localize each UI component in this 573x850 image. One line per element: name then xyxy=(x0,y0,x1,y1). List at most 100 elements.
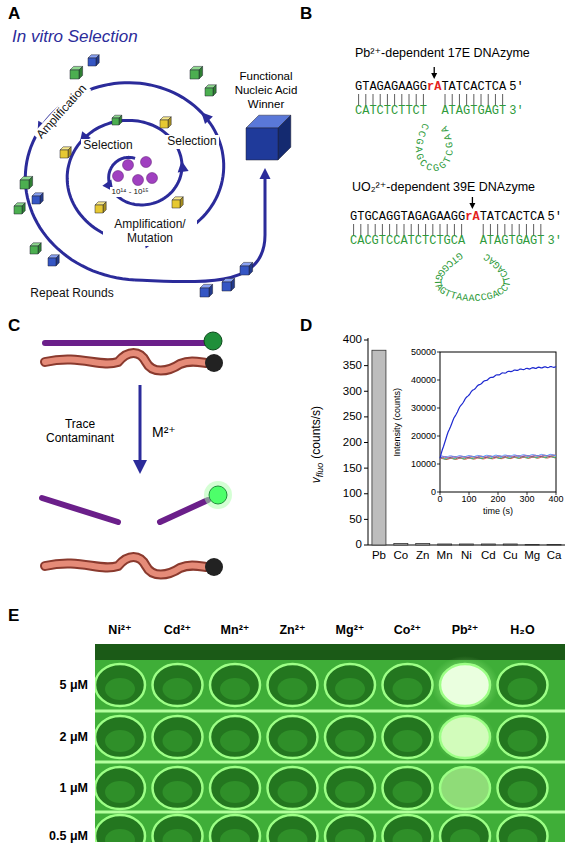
cube xyxy=(79,66,83,79)
panel-title: In vitro Selection xyxy=(12,27,138,47)
cube xyxy=(205,88,213,96)
bar xyxy=(460,544,474,545)
well-bottom xyxy=(278,829,308,842)
strand-end: 5′ xyxy=(509,80,523,94)
well xyxy=(383,815,433,842)
arrow-head xyxy=(201,112,213,124)
step-label: Trace Contaminant xyxy=(34,418,126,446)
well-bottom xyxy=(220,730,250,752)
well-bottom xyxy=(163,829,193,842)
well xyxy=(325,815,375,842)
cube xyxy=(14,206,22,214)
well-bottom xyxy=(220,678,250,700)
step-label: Selection xyxy=(81,139,134,153)
bar xyxy=(394,543,408,545)
enzyme-sequence: ATAGTGAGT xyxy=(480,234,545,248)
tick-mark xyxy=(364,493,368,494)
cube xyxy=(200,288,209,297)
fluorescence-glow xyxy=(431,656,499,714)
column-header: Mg²⁺ xyxy=(336,623,365,637)
tick-label: 50 xyxy=(349,513,362,526)
loop-path xyxy=(435,250,510,301)
axis-title: vfluo(counts/s) xyxy=(309,406,326,483)
well-bottom xyxy=(393,781,423,803)
cleavage-arrow xyxy=(434,67,435,74)
substrate-sequence: GTGCAGGTAGAGAAGG xyxy=(350,210,465,224)
panel-letter: B xyxy=(300,4,312,24)
column-header: Cd²⁺ xyxy=(164,623,191,637)
axis-title: Intensity (counts) xyxy=(392,388,402,457)
column-header: Co²⁺ xyxy=(394,623,421,637)
well-bottom xyxy=(105,781,135,803)
cube xyxy=(30,246,38,254)
kinetic-trace xyxy=(440,455,556,458)
cube xyxy=(222,282,231,291)
tick-mark xyxy=(437,436,440,437)
well-bottom xyxy=(220,781,250,803)
panel-letter: D xyxy=(300,316,312,336)
fluorescence-glow xyxy=(439,767,491,809)
fluorescence-glow xyxy=(204,481,232,509)
tick-mark xyxy=(364,391,368,392)
cleavage-site: rA xyxy=(465,210,479,224)
row-label: 0.5 μM xyxy=(49,829,88,843)
metal-ion: M²⁺ xyxy=(152,424,176,440)
fluorophore xyxy=(204,332,222,350)
well xyxy=(210,815,260,842)
enzyme-strand xyxy=(45,353,206,371)
tick-mark xyxy=(364,442,368,443)
plate-row xyxy=(95,712,565,762)
well xyxy=(95,664,145,706)
axis-title: time (s) xyxy=(483,506,513,516)
cube xyxy=(172,200,180,208)
tick-label: 0 xyxy=(431,487,436,497)
column-header: Zn²⁺ xyxy=(279,623,305,637)
tick-label: 350 xyxy=(343,359,362,372)
tick-mark xyxy=(364,340,368,341)
tick-label: 50000 xyxy=(411,347,436,357)
well xyxy=(210,716,260,758)
cube xyxy=(278,115,291,160)
cube xyxy=(40,193,43,204)
bar xyxy=(438,544,452,545)
strand-end: 3′ xyxy=(509,104,523,118)
enzyme-strand xyxy=(45,557,206,575)
well xyxy=(325,767,375,809)
category-label: Mg xyxy=(524,549,540,562)
well xyxy=(268,716,318,758)
plate-ridge xyxy=(95,811,565,814)
well-bottom xyxy=(335,781,365,803)
well xyxy=(325,664,375,706)
plate xyxy=(95,644,565,842)
axis-line xyxy=(368,338,369,545)
winner-label: Functional Nucleic Acid Winner xyxy=(228,70,304,111)
tick-label: 100 xyxy=(461,494,476,504)
column-header: Pb²⁺ xyxy=(452,623,479,637)
plate-row xyxy=(95,811,565,842)
sensor-illustration xyxy=(42,332,232,576)
well-bottom xyxy=(105,829,135,842)
enzyme-loop-sequence: CCGAGCCGGTCGAA xyxy=(413,121,456,174)
cube xyxy=(240,266,249,275)
tick-label: 0 xyxy=(437,494,442,504)
enzyme-title: Pb²⁺-dependent 17E DNAzyme xyxy=(355,46,530,60)
well-bottom xyxy=(508,678,538,700)
target-sphere xyxy=(113,171,124,182)
tick-mark xyxy=(364,519,368,520)
well-bottom xyxy=(508,781,538,803)
well-bottom xyxy=(508,730,538,752)
cube xyxy=(20,180,29,189)
well-bottom xyxy=(450,829,480,842)
substrate-sequence: GTAGAGAAGG xyxy=(355,80,427,94)
plate-row xyxy=(95,763,565,813)
enzyme-sequence: CATCTCTTCT xyxy=(355,104,427,118)
category-label: Ni xyxy=(461,549,472,562)
step-label: Amplification xyxy=(33,81,91,144)
tick-mark xyxy=(437,492,440,493)
bar xyxy=(481,544,495,545)
well xyxy=(268,664,318,706)
well xyxy=(498,767,548,809)
cube xyxy=(246,128,278,160)
well xyxy=(325,716,375,758)
